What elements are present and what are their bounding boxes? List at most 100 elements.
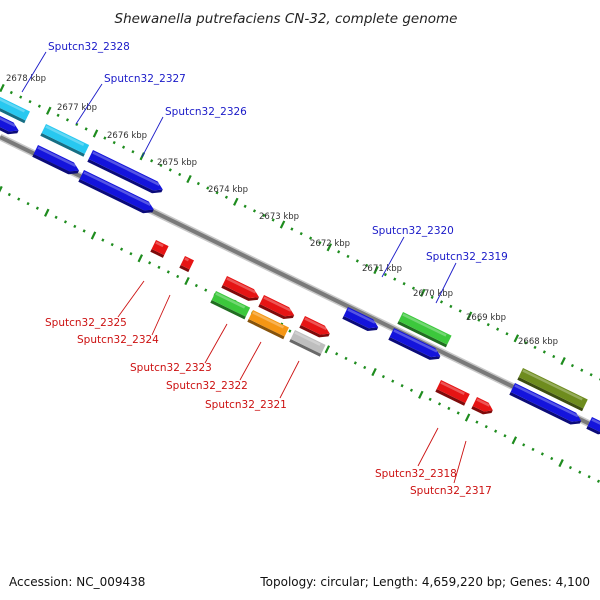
tick-mark bbox=[550, 456, 554, 461]
tick-mark bbox=[252, 209, 257, 213]
tick-mark bbox=[373, 265, 379, 275]
tick-mark bbox=[271, 218, 275, 222]
tick-mark bbox=[560, 356, 566, 366]
gene-red-arrow bbox=[221, 276, 259, 301]
tick-mark bbox=[409, 388, 414, 392]
tick-mark bbox=[393, 277, 397, 281]
tick-label: 2673 kbp bbox=[259, 212, 299, 222]
tick-mark bbox=[318, 241, 322, 245]
tick-mark bbox=[157, 265, 161, 270]
tick-label: 2671 kbp bbox=[362, 264, 402, 274]
tick-mark bbox=[486, 323, 490, 327]
tick-mark bbox=[494, 429, 498, 433]
gene-features bbox=[0, 94, 600, 435]
gene-red-arrow bbox=[258, 295, 295, 319]
tick-mark bbox=[262, 213, 266, 218]
tick-mark bbox=[589, 373, 593, 377]
tick-mark bbox=[437, 402, 442, 406]
tick-mark bbox=[178, 172, 182, 177]
gene-label-sputcn32-2328: Sputcn32_2328 bbox=[48, 41, 130, 53]
tick-mark bbox=[184, 276, 190, 286]
tick-mark bbox=[353, 361, 357, 365]
tick-mark bbox=[54, 215, 58, 219]
tick-mark bbox=[56, 113, 60, 117]
tick-mark bbox=[233, 197, 239, 206]
tick-mark bbox=[46, 106, 52, 115]
gene-label-sputcn32-2326: Sputcn32_2326 bbox=[165, 106, 247, 118]
tick-mark bbox=[365, 263, 369, 268]
tick-mark bbox=[159, 163, 163, 168]
tick-mark bbox=[458, 309, 462, 313]
tick-mark bbox=[194, 283, 198, 288]
tick-mark bbox=[513, 334, 520, 343]
tick-mark bbox=[28, 100, 32, 104]
tick-mark bbox=[101, 238, 105, 242]
tick-mark bbox=[505, 332, 509, 336]
tick-mark bbox=[411, 286, 416, 290]
gene-labels-forward: Sputcn32_2328 Sputcn32_2327 Sputcn32_232… bbox=[48, 41, 508, 263]
tick-mark bbox=[224, 195, 228, 199]
tick-mark bbox=[186, 174, 192, 184]
tick-mark bbox=[363, 365, 367, 370]
tick-label: 2676 kbp bbox=[107, 131, 147, 141]
tick-mark bbox=[9, 90, 13, 95]
gene-blue-arrow bbox=[509, 383, 582, 425]
tick-mark bbox=[103, 136, 107, 140]
tick-mark bbox=[428, 397, 432, 401]
tick-mark bbox=[7, 192, 11, 197]
tick-mark bbox=[570, 363, 574, 368]
tick-mark bbox=[371, 367, 377, 377]
tick-mark bbox=[484, 425, 488, 429]
tick-mark bbox=[168, 168, 172, 172]
tick-mark bbox=[475, 420, 479, 424]
gene-label-sputcn32-2322: Sputcn32_2322 bbox=[166, 380, 248, 392]
gene-blue-arrow bbox=[0, 112, 19, 135]
tick-mark bbox=[355, 259, 359, 263]
tick-mark bbox=[568, 465, 572, 470]
label-leader-lines bbox=[21, 51, 467, 484]
tick-mark bbox=[137, 254, 144, 263]
tick-mark bbox=[110, 242, 114, 247]
tick-mark bbox=[84, 127, 88, 131]
gene-red-box bbox=[150, 240, 169, 258]
tick-mark bbox=[524, 341, 528, 345]
tick-mark bbox=[464, 413, 471, 422]
gene-grey-box bbox=[289, 330, 326, 357]
tick-mark bbox=[120, 247, 124, 251]
gene-orange-box bbox=[247, 310, 289, 340]
tick-mark bbox=[381, 374, 385, 379]
genome-summary-text: Topology: circular; Length: 4,659,220 bp… bbox=[259, 575, 590, 589]
tick-labels: 2678 kbp 2677 kbp 2676 kbp 2675 kbp 2674… bbox=[6, 74, 558, 347]
tick-mark bbox=[496, 327, 500, 331]
tick-mark bbox=[17, 197, 21, 201]
gene-blue-arrow bbox=[388, 328, 441, 360]
tick-mark bbox=[400, 384, 404, 388]
gene-label-sputcn32-2321: Sputcn32_2321 bbox=[205, 399, 287, 411]
gene-label-sputcn32-2325: Sputcn32_2325 bbox=[45, 317, 127, 329]
tick-mark bbox=[204, 288, 208, 292]
tick-mark bbox=[587, 475, 591, 479]
tick-mark bbox=[578, 470, 582, 474]
tick-mark bbox=[122, 145, 126, 149]
tick-mark bbox=[580, 368, 584, 372]
tick-marks-outer bbox=[0, 83, 600, 381]
tick-mark bbox=[439, 300, 444, 304]
tick-mark bbox=[0, 185, 3, 193]
tick-mark bbox=[299, 231, 303, 236]
tick-mark bbox=[90, 231, 97, 240]
tick-mark bbox=[129, 252, 133, 256]
gene-green-box bbox=[210, 291, 251, 320]
tick-mark bbox=[542, 350, 546, 354]
tick-mark bbox=[44, 208, 50, 217]
tick-label: 2678 kbp bbox=[6, 74, 46, 84]
map-title: Shewanella putrefaciens CN-32, complete … bbox=[115, 11, 458, 27]
tick-mark bbox=[215, 191, 219, 195]
tick-marks-inner bbox=[0, 185, 600, 483]
tick-label: 2674 kbp bbox=[208, 185, 248, 195]
gene-label-sputcn32-2324: Sputcn32_2324 bbox=[77, 334, 159, 346]
tick-mark bbox=[243, 204, 247, 208]
tick-label: 2672 kbp bbox=[310, 239, 350, 249]
gene-label-sputcn32-2317: Sputcn32_2317 bbox=[410, 485, 492, 497]
tick-mark bbox=[290, 227, 294, 231]
tick-label: 2669 kbp bbox=[466, 313, 506, 323]
